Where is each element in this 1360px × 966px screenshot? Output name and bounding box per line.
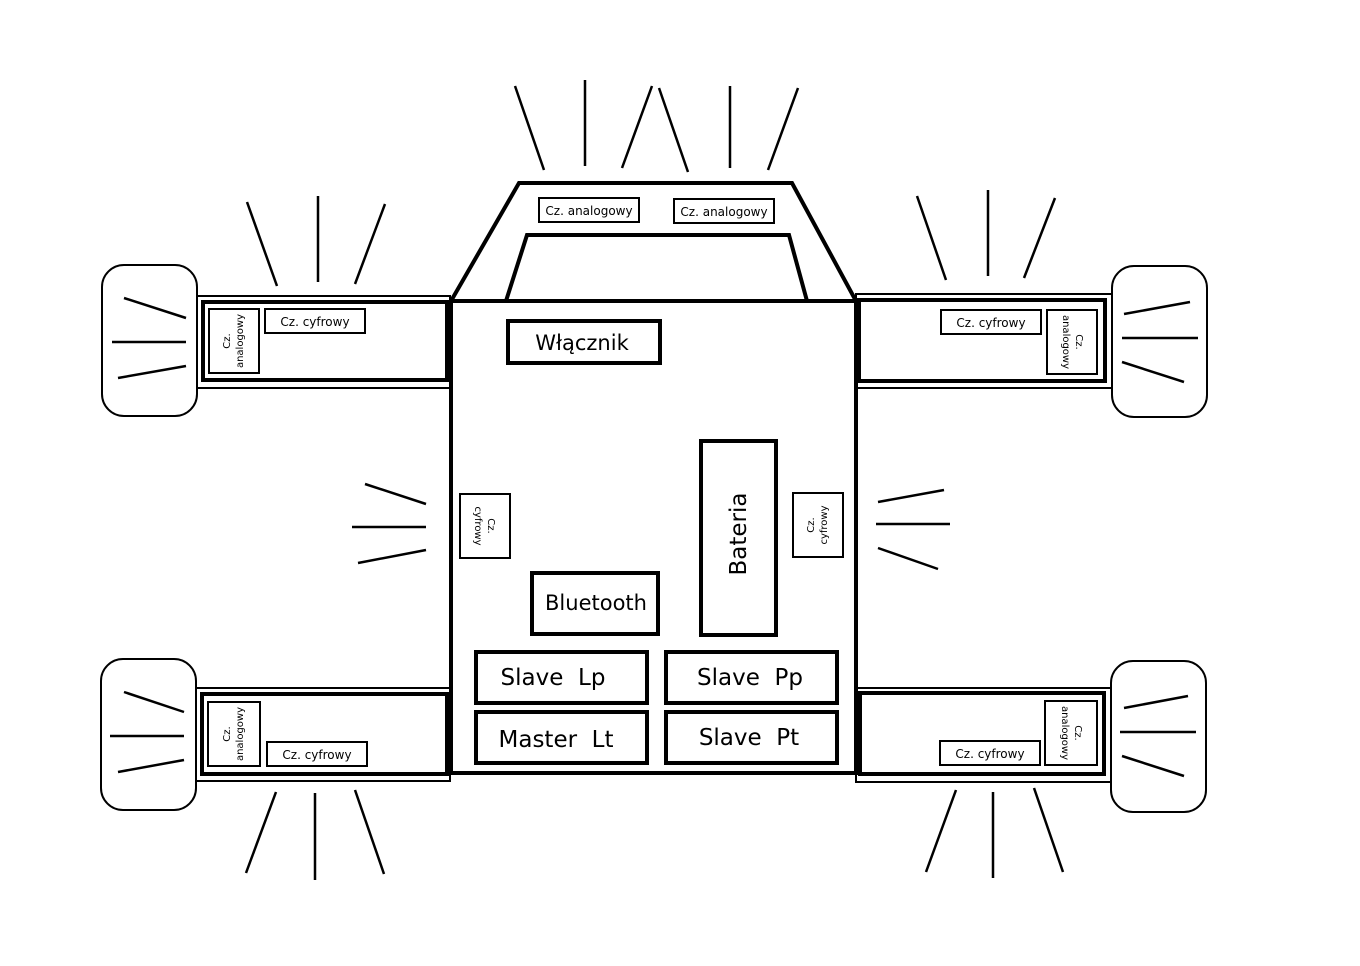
sensor-rays-wheel-top-right xyxy=(1121,300,1198,384)
analog-sensor-top-right: Cz. analogowy xyxy=(1046,309,1098,375)
analog-sensor-label-line1: Cz. xyxy=(222,726,233,741)
sensor-rays-top-left xyxy=(245,196,387,287)
analog-sensor-label: Cz. analogowy xyxy=(545,204,632,218)
digital-sensor-label-line1: Cz. xyxy=(485,518,496,533)
analog-sensor-front-right: Cz. analogowy xyxy=(673,198,775,224)
digital-sensor-bottom-left: Cz. cyfrowy xyxy=(266,741,368,767)
sensor-rays-wheel-top-left xyxy=(112,296,187,380)
wheel-bottom-left xyxy=(100,658,197,811)
slave-pp-module: Slave Pp xyxy=(664,650,839,705)
analog-sensor-front-left: Cz. analogowy xyxy=(538,197,640,223)
slave-pt-label: Slave Pt xyxy=(699,725,799,751)
analog-sensor-top-left: Cz. analogowy xyxy=(208,308,260,374)
digital-sensor-label: Cz. cyfrowy xyxy=(956,316,1025,330)
front-bumper-inner xyxy=(504,233,809,302)
analog-sensor-bottom-left: Cz. analogowy xyxy=(207,701,261,767)
wheel-top-left xyxy=(101,264,198,417)
analog-sensor-label-line1: Cz. xyxy=(222,333,233,348)
battery: Bateria xyxy=(699,439,778,637)
digital-sensor-top-right: Cz. cyfrowy xyxy=(940,309,1042,335)
sensor-rays-bottom-right xyxy=(924,787,1065,878)
digital-sensor-bottom-right: Cz. cyfrowy xyxy=(939,740,1041,766)
slave-lp-module: Slave Lp xyxy=(474,650,649,705)
sensor-rays-bottom-left xyxy=(244,789,386,880)
analog-sensor-label-line1: Cz. xyxy=(1072,725,1083,740)
slave-pp-label: Slave Pp xyxy=(697,665,803,691)
sensor-rays-wheel-bottom-left xyxy=(110,690,185,774)
power-switch-label: Włącznik xyxy=(535,331,629,355)
digital-sensor-side-left: Cz. cyfrowy xyxy=(459,493,511,559)
battery-label: Bateria xyxy=(726,493,752,576)
sensor-rays-left xyxy=(352,482,427,565)
front-bumper xyxy=(447,181,860,303)
sensor-rays-wheel-bottom-right xyxy=(1120,694,1196,778)
analog-sensor-label-line2: analogowy xyxy=(1060,315,1071,369)
master-lt-label: Master Lt xyxy=(499,727,614,753)
digital-sensor-side-right: Cz. cyfrowy xyxy=(792,492,844,558)
digital-sensor-label: Cz. cyfrowy xyxy=(282,748,351,762)
wheel-bottom-right xyxy=(1110,660,1207,813)
analog-sensor-label: Cz. analogowy xyxy=(680,205,767,219)
sensor-rays-right xyxy=(876,488,950,571)
slave-lp-label: Slave Lp xyxy=(501,665,606,691)
sensor-rays-top-right xyxy=(915,190,1057,281)
digital-sensor-label-line2: cyfrowy xyxy=(472,506,483,545)
digital-sensor-label: Cz. cyfrowy xyxy=(955,747,1024,761)
master-lt-module: Master Lt xyxy=(474,710,649,765)
analog-sensor-label-line2: analogowy xyxy=(1059,706,1070,760)
digital-sensor-top-left: Cz. cyfrowy xyxy=(264,308,366,334)
sensor-rays-top xyxy=(513,80,800,173)
bluetooth-module: Bluetooth xyxy=(530,571,660,636)
analog-sensor-label-line2: analogowy xyxy=(235,707,246,761)
digital-sensor-label: Cz. cyfrowy xyxy=(280,315,349,329)
digital-sensor-label-line2: cyfrowy xyxy=(819,505,830,544)
slave-pt-module: Slave Pt xyxy=(664,710,839,765)
analog-sensor-label-line2: analogowy xyxy=(235,314,246,368)
analog-sensor-label-line1: Cz. xyxy=(1073,334,1084,349)
wheel-top-right xyxy=(1111,265,1208,418)
digital-sensor-label-line1: Cz. xyxy=(806,517,817,532)
analog-sensor-bottom-right: Cz. analogowy xyxy=(1044,700,1098,766)
power-switch: Włącznik xyxy=(506,319,662,365)
bluetooth-label: Bluetooth xyxy=(545,591,647,615)
